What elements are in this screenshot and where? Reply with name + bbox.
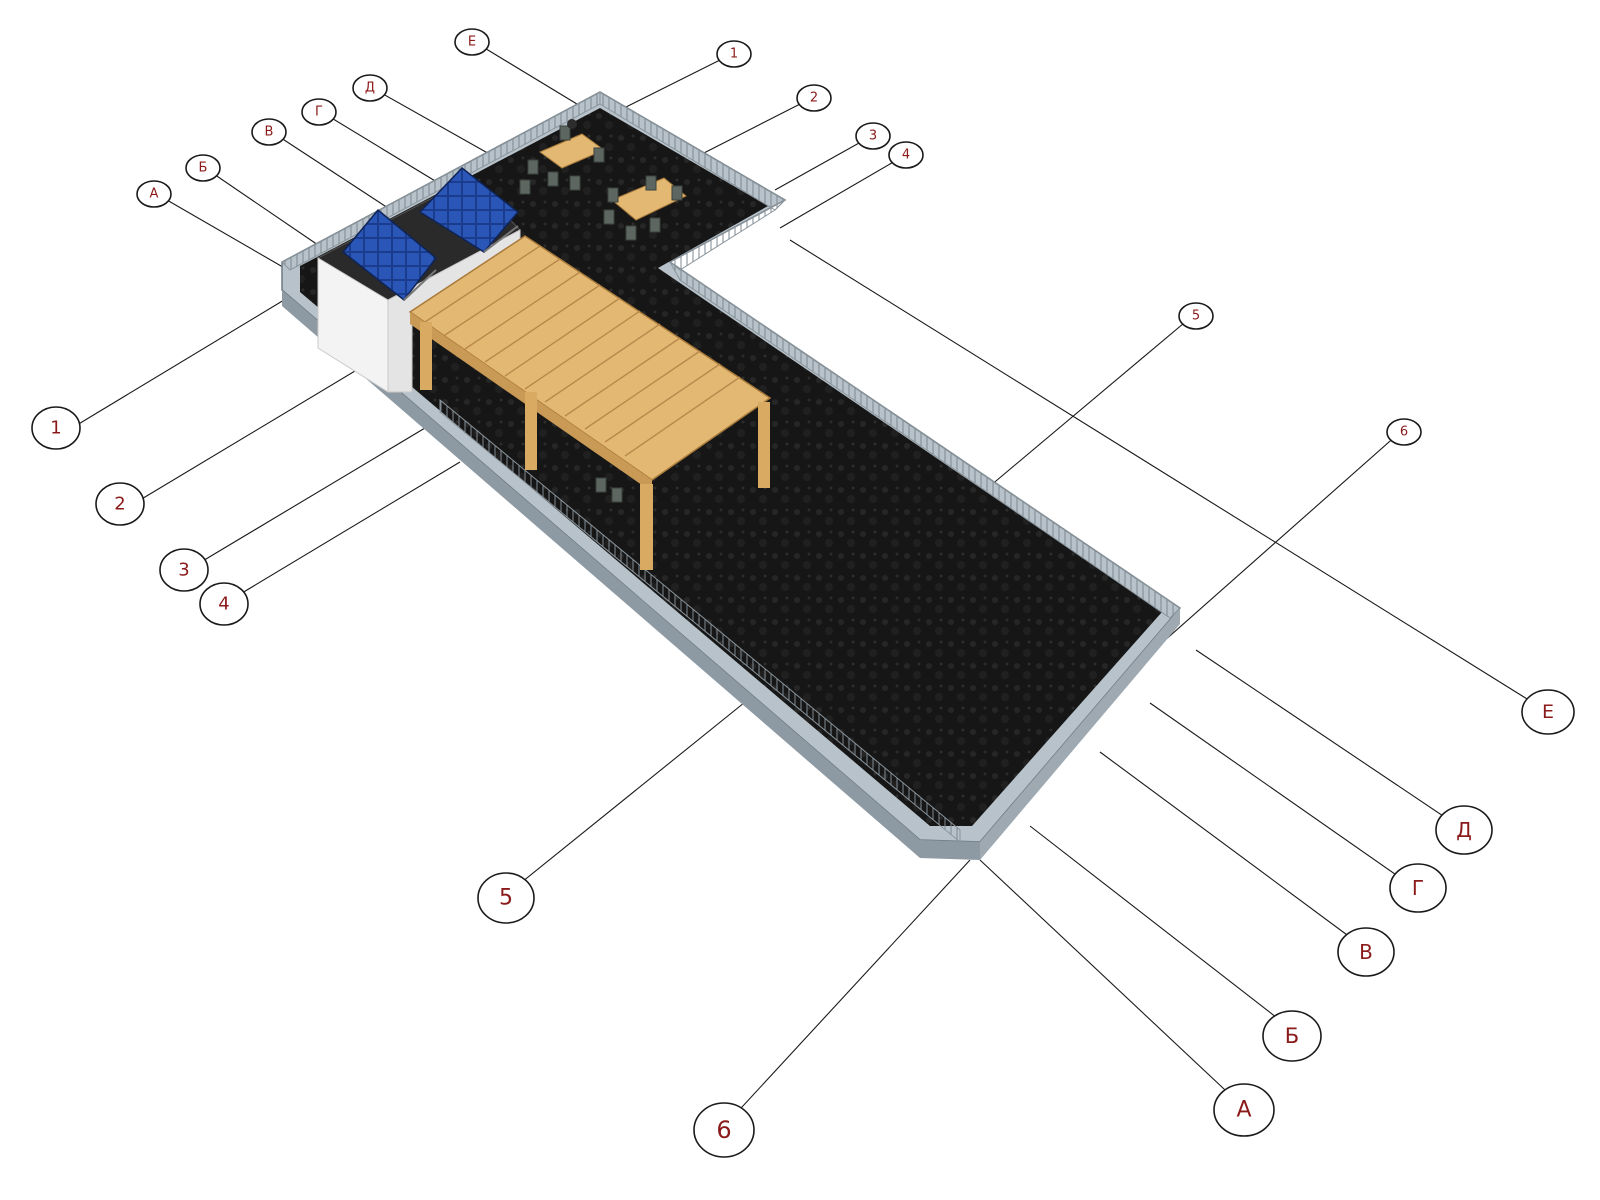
callout-top-G: Г (301, 98, 337, 126)
pergola-post-2 (525, 392, 537, 470)
svg-text:1: 1 (730, 47, 738, 62)
roof-terrace-model (281, 91, 1182, 860)
callout-left-4: 4 (199, 582, 249, 626)
svg-text:Д: Д (1456, 818, 1472, 842)
callout-top-B: Б (185, 154, 221, 182)
callout-top-1: 1 (716, 40, 752, 68)
callout-left-5: 5 (477, 872, 535, 924)
callout-left-1: 1 (31, 406, 81, 450)
svg-text:Г: Г (1412, 876, 1424, 900)
leader-left-5 (511, 689, 761, 891)
callout-top-5: 5 (1178, 302, 1214, 330)
callout-top-3: 3 (855, 122, 891, 150)
leader-right-D (1195, 649, 1459, 827)
leader-right-A (979, 859, 1241, 1105)
callout-top-4: 4 (888, 141, 924, 169)
solar-stand-1 (403, 269, 437, 301)
svg-text:4: 4 (218, 594, 229, 615)
svg-text:А: А (1236, 1098, 1251, 1123)
callout-right-D: Д (1435, 805, 1493, 855)
solar-panel-2 (418, 166, 520, 253)
callout-left-2: 2 (95, 482, 145, 526)
leader-top-3 (774, 137, 869, 191)
solar-panels (341, 166, 520, 302)
callout-top-D: Д (352, 74, 388, 102)
callout-right-B: Б (1262, 1010, 1322, 1062)
svg-text:Е: Е (468, 35, 476, 50)
leader-left-3 (195, 424, 431, 566)
leader-left-2 (134, 364, 366, 504)
outdoor-furniture (519, 119, 687, 503)
leader-right-V (1099, 751, 1363, 947)
solar-panel-1 (341, 208, 438, 302)
leader-top-4 (779, 156, 903, 229)
parapet-right-face (980, 608, 1180, 860)
svg-text:2: 2 (810, 91, 818, 106)
leader-right-B (1029, 825, 1291, 1029)
callout-top-E: Е (454, 28, 490, 56)
pergola-slats (424, 245, 741, 457)
railing-long-right (669, 261, 1181, 619)
callout-right-E: Е (1521, 689, 1575, 735)
pergola-post-3 (640, 484, 653, 570)
callout-top-6: 6 (1386, 418, 1422, 446)
leader-top-D (375, 89, 501, 161)
leader-top-G (324, 113, 451, 191)
svg-text:Д: Д (365, 81, 375, 96)
callout-right-V: В (1337, 927, 1395, 977)
callouts: Е 1 Д 2 Г 3 В 4 Б А 5 6 1 2 3 4 5 6 Е Д … (31, 28, 1575, 1158)
callout-left-6: 6 (693, 1102, 755, 1158)
chairs (519, 125, 683, 503)
leader-top-B (207, 169, 319, 246)
svg-text:Б: Б (1285, 1024, 1299, 1048)
svg-text:5: 5 (499, 886, 513, 911)
leader-top-V (274, 133, 389, 209)
solar-stand-2 (483, 225, 519, 253)
callout-right-A: А (1213, 1083, 1275, 1137)
svg-text:1: 1 (50, 418, 61, 439)
pergola-post-4 (758, 402, 770, 488)
leader-left-1 (71, 299, 285, 429)
leader-top-2 (699, 99, 809, 156)
svg-text:3: 3 (869, 129, 877, 144)
callout-right-G: Г (1389, 863, 1447, 913)
callout-top-A: А (136, 180, 172, 208)
svg-text:4: 4 (902, 148, 910, 163)
railing-long-front (439, 398, 961, 844)
svg-text:6: 6 (1400, 425, 1408, 440)
leader-left-4 (231, 461, 461, 600)
svg-text:3: 3 (178, 560, 189, 581)
svg-text:В: В (265, 125, 274, 140)
svg-text:Б: Б (199, 161, 208, 176)
svg-text:Г: Г (315, 105, 323, 120)
svg-text:2: 2 (114, 494, 125, 515)
person (567, 119, 577, 129)
pergola (408, 235, 772, 570)
leader-right-G (1149, 702, 1413, 887)
leader-left-6 (729, 859, 971, 1121)
svg-text:6: 6 (716, 1116, 731, 1144)
callout-top-V: В (251, 118, 287, 146)
leader-right-E (789, 239, 1549, 713)
leader-top-5 (989, 317, 1191, 487)
svg-text:Е: Е (1542, 701, 1554, 723)
callout-top-2: 2 (796, 84, 832, 112)
leader-top-1 (619, 55, 729, 111)
svg-text:5: 5 (1192, 309, 1200, 324)
svg-text:В: В (1359, 940, 1373, 964)
callout-left-3: 3 (159, 548, 209, 592)
svg-text:А: А (150, 187, 159, 202)
leader-top-A (159, 195, 289, 271)
pergola-post-1 (420, 322, 432, 390)
leader-lines (71, 43, 1549, 1121)
